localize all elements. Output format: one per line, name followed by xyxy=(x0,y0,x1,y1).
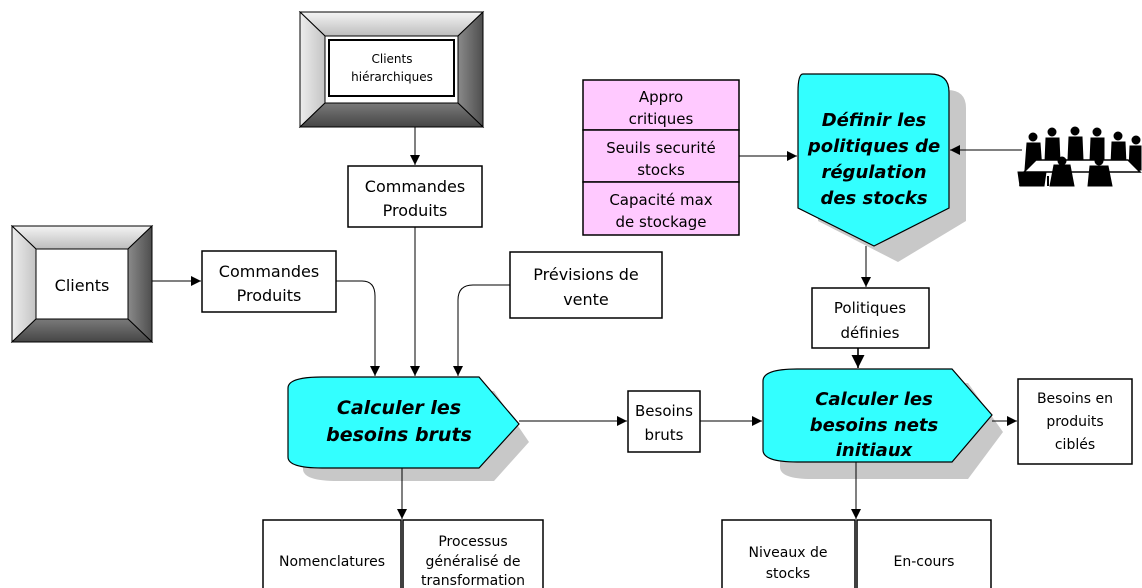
box-politiques-definies: Politiques définies xyxy=(811,287,930,349)
box-label: Produits xyxy=(383,201,448,220)
box-label: Prévisions de xyxy=(533,265,638,284)
process-label: initiaux xyxy=(836,440,914,461)
box-label: Commandes xyxy=(365,177,465,196)
box-label: En-cours xyxy=(894,554,955,570)
box-label: Politiques xyxy=(834,299,906,317)
box-label: Commandes xyxy=(219,262,319,281)
constraints-stack: Appro critiques Seuils securité stocks C… xyxy=(582,79,740,236)
process-calculer-besoins-nets: Calculer les besoins nets initiaux xyxy=(762,368,1003,479)
box-niveaux-stocks: Niveaux de stocks xyxy=(721,519,856,588)
box-label: généralisé de xyxy=(426,554,521,570)
constraint-label: Capacité max xyxy=(609,191,712,209)
entity-clients: Clients xyxy=(10,224,154,344)
box-commandes-top: Commandes Produits xyxy=(347,165,483,228)
process-label: politiques de xyxy=(807,136,940,157)
box-label: bruts xyxy=(645,426,684,444)
constraint-label: Seuils securité xyxy=(606,139,715,157)
box-commandes-left: Commandes Produits xyxy=(201,250,337,313)
box-previsions: Prévisions de vente xyxy=(509,251,663,319)
process-label: Calculer les xyxy=(815,389,933,410)
box-besoins-cibles: Besoins en produits ciblés xyxy=(1017,378,1133,465)
box-label: vente xyxy=(563,290,609,309)
box-processus: Processus généralisé de transformation xyxy=(402,519,544,588)
process-label: Calculer les xyxy=(337,397,461,419)
process-calculer-besoins-bruts: Calculer les besoins bruts xyxy=(287,376,529,481)
process-definir-politiques: Définir les politiques de régulation des… xyxy=(797,73,966,262)
box-label: ciblés xyxy=(1055,437,1095,453)
box-label: Processus xyxy=(438,534,507,550)
people-meeting-icon xyxy=(1017,126,1142,187)
connector xyxy=(453,284,510,376)
box-label: Besoins en xyxy=(1037,391,1113,407)
constraint-label: Appro xyxy=(639,88,683,106)
constraint-label: critiques xyxy=(629,110,694,128)
process-label: régulation xyxy=(821,162,926,183)
constraint-label: stocks xyxy=(637,161,685,179)
box-label: Besoins xyxy=(635,402,693,420)
box-label: produits xyxy=(1046,414,1103,430)
process-label: besoins nets xyxy=(810,415,939,436)
connector xyxy=(336,280,380,376)
box-besoins-bruts: Besoins bruts xyxy=(627,390,701,453)
box-label: Nomenclatures xyxy=(279,554,385,570)
constraint-label: de stockage xyxy=(615,213,706,231)
entity-label: hiérarchiques xyxy=(351,70,433,84)
process-label: besoins bruts xyxy=(326,424,472,446)
process-label: Définir les xyxy=(822,110,927,131)
box-label: Produits xyxy=(237,286,302,305)
constraint-item xyxy=(582,181,740,236)
process-label: des stocks xyxy=(820,188,927,209)
box-label: transformation xyxy=(421,573,525,588)
box-label: stocks xyxy=(766,566,810,582)
box-en-cours: En-cours xyxy=(856,519,992,588)
box-nomenclatures: Nomenclatures xyxy=(262,519,402,588)
box-label: Niveaux de xyxy=(749,545,828,561)
entity-label: Clients xyxy=(55,276,110,295)
entity-label: Clients xyxy=(372,52,413,66)
entity-clients-hierarchiques: Clients hiérarchiques xyxy=(298,10,485,129)
box-label: définies xyxy=(841,324,900,342)
